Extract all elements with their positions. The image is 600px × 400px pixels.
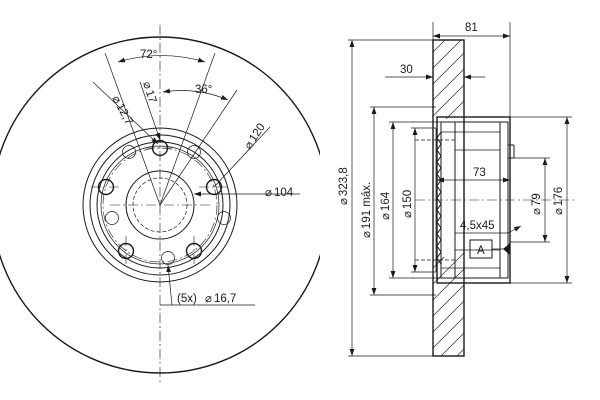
dim-150: ⌀150 [402,127,436,273]
dim-104-label: ⌀104 [265,187,294,199]
chamfer-callout: 4,5x45 [455,220,522,234]
bolt-circle-line [102,147,218,263]
hole-size-leaders: ⌀12,7 ⌀17 [92,80,161,145]
dim-81-label: 81 [465,22,478,34]
dim-81: 81 [432,22,511,117]
dim-164: ⌀164 [380,121,441,279]
dim-323-8-label: ⌀323,8 [338,167,350,205]
angle-72-label: 72° [140,49,157,61]
dim-5x-label: (5x) [177,293,197,305]
chamfer-label: 4,5x45 [460,220,495,232]
pilot-hole [122,145,136,159]
pilot-hole [187,145,201,159]
dim-176: ⌀176 [510,116,572,284]
pilot-hole [161,251,175,265]
dim-323-8: ⌀323,8 [338,39,433,357]
datum-a-label: A [477,245,485,257]
angle-72-dimension: 72° [104,49,216,206]
datum-a: A [469,239,510,259]
dim-191-max-label: ⌀191 máx. [361,182,373,238]
disc-plate-section [432,39,465,357]
pilot-hole [217,211,231,225]
angle-36-label: 36° [195,84,212,96]
dim-16-7-label: ⌀16,7 [205,293,236,305]
dim-12-7-label: ⌀12,7 [109,94,134,127]
angle-36-dimension: 36° [159,84,238,206]
dim-164-label: ⌀164 [380,191,392,220]
dim-79: ⌀79 [510,157,550,243]
dim-120: ⌀120 [213,122,271,188]
pilot-hole [105,211,119,225]
dim-30: 30 [385,64,485,80]
dim-5x-16-7: (5x) ⌀16,7 [160,264,255,306]
dim-17-label: ⌀17 [140,80,158,104]
dim-73: 73 [437,167,510,183]
dim-79-label: ⌀79 [531,193,543,215]
dim-73-label: 73 [473,167,486,179]
dim-120-label: ⌀120 [242,122,267,152]
dim-176-label: ⌀176 [553,187,565,215]
dim-104: ⌀104 [194,187,300,199]
dim-150-label: ⌀150 [402,190,414,218]
dim-191-max: ⌀191 máx. [361,106,436,296]
disc-plate-hatching [432,39,465,357]
bolt-holes [91,139,231,266]
dim-30-label: 30 [400,64,413,76]
front-view: 72° 36° ⌀12,7 ⌀17 ⌀120 ⌀104 [0,25,320,385]
side-view: 81 30 ⌀323,8 ⌀191 máx. ⌀164 [338,22,575,357]
